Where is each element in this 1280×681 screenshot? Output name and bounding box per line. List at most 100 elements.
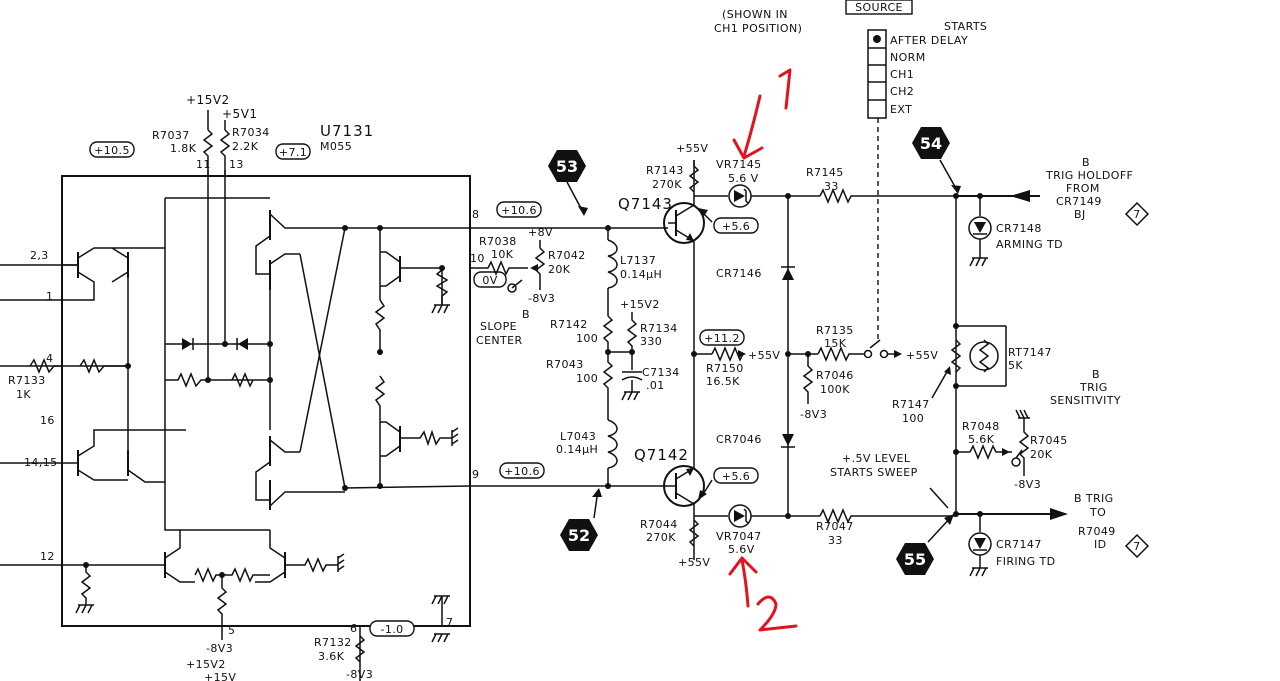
test-point-53-label: 53 [556,157,578,176]
test-point-53: 53 [548,150,586,182]
switch-option-ch1: CH1 [890,68,914,81]
ref-7-bottom: 7 [1133,540,1140,553]
label-r7142: R7142 [550,318,588,331]
label-vr7145-value: 5.6 V [728,172,759,185]
ic-input-wires [0,264,78,566]
label-starts: STARTS [944,20,987,33]
label-cr7147: CR7147 [996,538,1042,551]
ic-pin-10: 10 [470,252,485,265]
pill-0v: 0V [482,274,497,287]
label-r7044: R7044 [640,518,678,531]
label-plus8v: +8V [528,226,553,239]
ic-pin-5: 5 [228,624,235,637]
ic-internal-circuit [29,110,471,681]
label-r7150-value: 16.5K [706,375,740,388]
pill-7-1: +7.1 [279,146,307,159]
label-r7045: R7045 [1030,434,1068,447]
note-level-1: +.5V LEVEL [842,452,911,465]
note-trig-out-4: ID [1094,538,1107,551]
notes-trig-sensitivity: B TRIG SENSITIVITY [1050,368,1121,407]
pill-10-6-top: +10.6 [501,204,537,217]
switch-option-norm: NORM [890,51,926,64]
test-point-55: 55 [896,543,934,575]
label-r7038-value: 10K [491,248,514,261]
label-r7046-value: 100K [820,383,850,396]
note-holdoff-cr7149: CR7149 [1056,195,1102,208]
label-r7150: R7150 [706,362,744,375]
label-vr7047: VR7047 [716,530,762,543]
label-r7047: R7047 [816,520,854,533]
label-minus8v3-e: -8V3 [206,642,233,655]
ic-pin-13: 13 [229,158,244,171]
label-c7134-value: .01 [646,379,665,392]
label-plus55v-switch: +55V [906,349,938,362]
label-r7133-value: 1K [16,388,31,401]
pill-10-5: +10.5 [94,144,130,157]
ic-pin-2-3: 2,3 [30,249,49,262]
label-r7150-supply: +55V [748,349,780,362]
label-r7143: R7143 [646,164,684,177]
label-ch1-position: CH1 POSITION) [714,22,802,35]
ic-pin-12: 12 [40,550,55,563]
label-r7147: R7147 [892,398,930,411]
label-l7137-value: 0.14µH [620,268,662,281]
label-vr7047-value: 5.6V [728,543,755,556]
ref-7-top: 7 [1133,208,1140,221]
ic-pin-8: 8 [472,208,479,221]
label-minus8v3-a: -8V3 [528,292,555,305]
label-r7145: R7145 [806,166,844,179]
label-r7043: R7043 [546,358,584,371]
label-minus8v3-b: -8V3 [800,408,827,421]
label-r7034: R7034 [232,126,270,139]
pill-10-6-bottom: +10.6 [504,465,540,478]
label-plus55v-top: +55V [676,142,708,155]
test-point-52: 52 [560,519,598,551]
label-plus15v2-mid: +15V2 [620,298,660,311]
note-sens-trig: TRIG [1079,381,1108,394]
voltage-pills: +10.5 +7.1 +10.6 0V +5.6 +11.2 +10.6 +5.… [89,141,759,637]
test-point-52-label: 52 [568,526,590,545]
label-c7134: C7134 [642,366,680,379]
label-r7135: R7135 [816,324,854,337]
label-minus8v3-d: -8V3 [346,668,373,681]
label-center: CENTER [476,334,523,347]
label-plus15v2-top: +15V2 [186,93,230,107]
pill-11-2: +11.2 [704,332,740,345]
red-annotation-2 [728,556,798,632]
pill-5-6-top: +5.6 [722,220,750,233]
ic-part: M055 [320,140,352,153]
note-holdoff-from: FROM [1066,182,1100,195]
note-holdoff-bj: BJ [1074,208,1086,221]
label-r7048: R7048 [962,420,1000,433]
label-r7044-value: 270K [646,531,676,544]
label-r7143-value: 270K [652,178,682,191]
ic-pin-6: 6 [350,622,357,635]
source-switch: (SHOWN IN CH1 POSITION) SOURCE STARTS AF… [714,0,987,119]
note-sens-sensitivity: SENSITIVITY [1050,394,1121,407]
label-shown-in: (SHOWN IN [722,8,788,21]
ic-pin-1: 1 [46,290,53,303]
switch-option-ext: EXT [890,103,912,116]
label-r7145-value: 33 [824,180,839,193]
label-plus15v-bottom: +15V [204,671,236,681]
transistor-q7143 [663,202,705,244]
pill-5-6-bottom: +5.6 [722,470,750,483]
label-r7045-value: 20K [1030,448,1053,461]
test-point-54-label: 54 [920,134,942,153]
note-holdoff-b: B [1082,156,1090,169]
switch-option-after-delay: AFTER DELAY [890,34,968,47]
label-r7037-value: 1.8K [170,142,197,155]
label-l7043: L7043 [560,430,596,443]
ic-pin-4: 4 [46,352,53,365]
label-r7135-value: 15K [824,337,847,350]
label-r7038: R7038 [479,235,517,248]
ic-u7131-outline [61,175,471,627]
ic-name: U7131 [320,122,374,140]
label-plus5v1: +5V1 [222,107,258,121]
ic-pin-7: 7 [446,616,453,629]
pill-neg-1-0: -1.0 [380,623,403,636]
ic-pin-9: 9 [472,468,479,481]
label-r7046: R7046 [816,369,854,382]
label-plus15v2-bottom: +15V2 [186,658,226,671]
label-l7043-value: 0.14µH [556,443,598,456]
